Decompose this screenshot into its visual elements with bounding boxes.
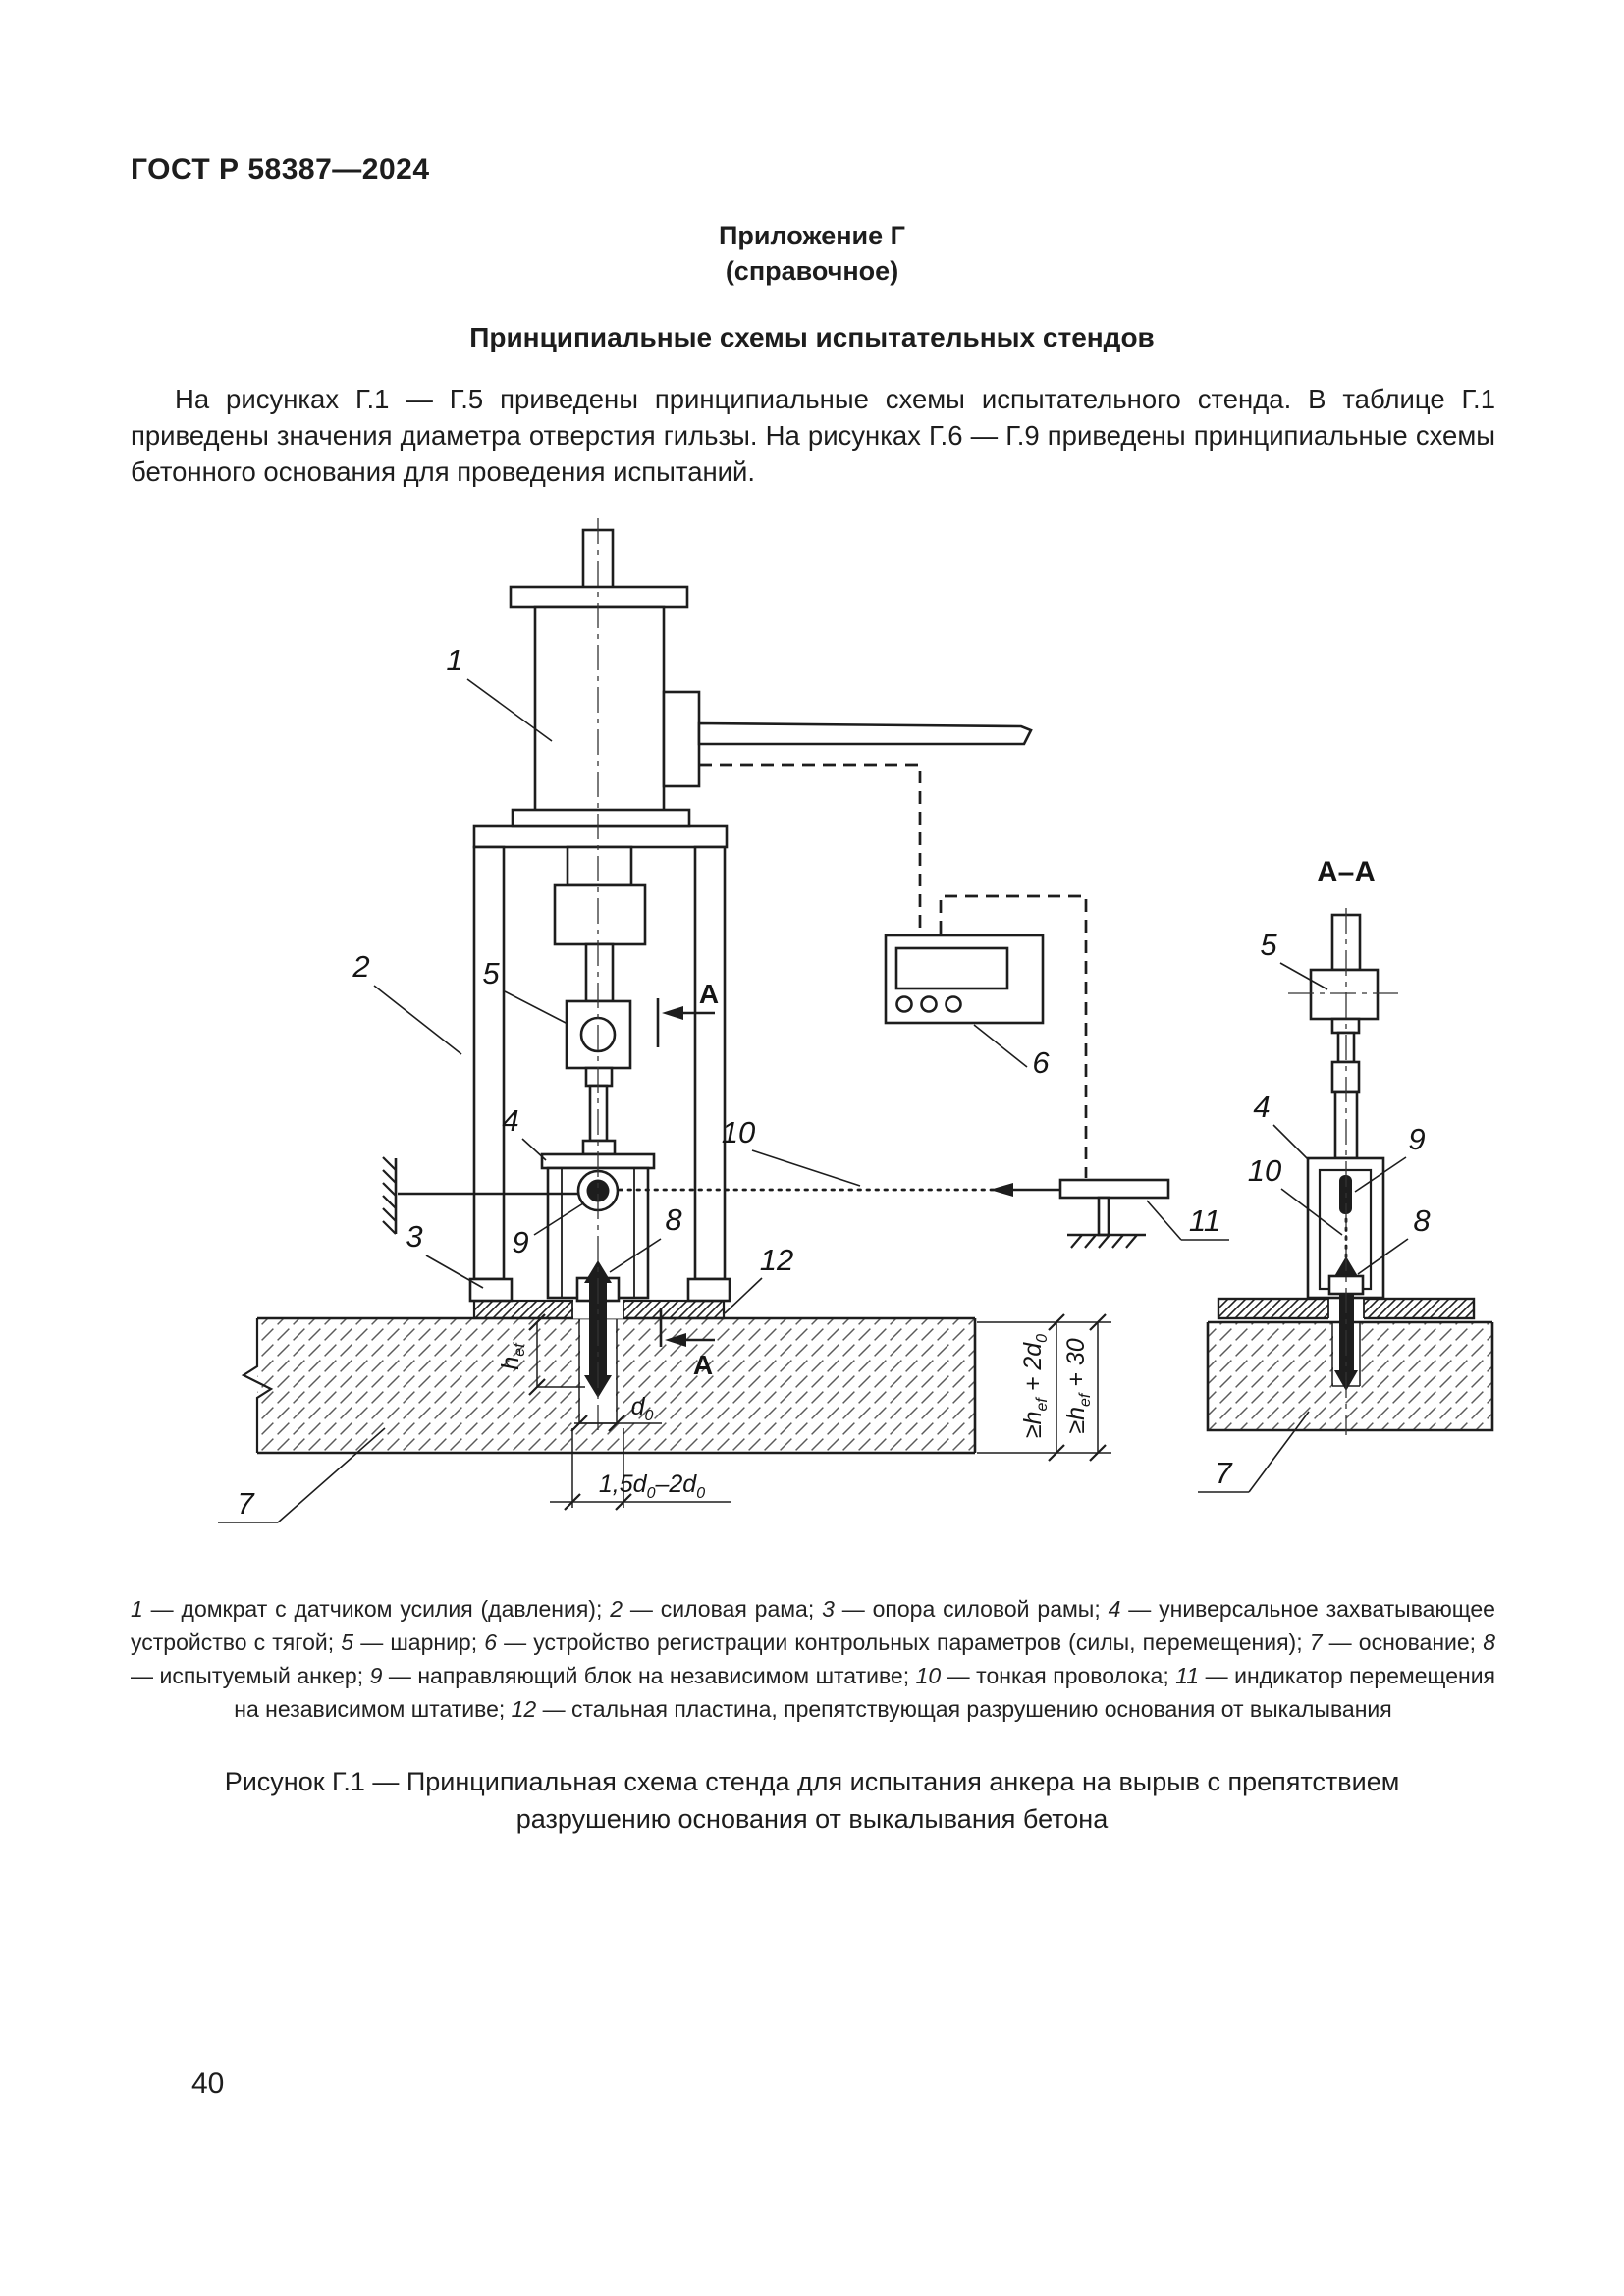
callouts-aa: 5 4 9 10 8 7 [1198,928,1431,1493]
indicator-plate [1058,1178,1170,1200]
section-letter-lower: А [693,1350,713,1380]
cable-jack-to-device [699,763,922,934]
dim-depth-outer: ≥hef + 30 [1062,1338,1094,1433]
dim-d0: d0 [631,1393,654,1424]
figure-legend: 1 — домкрат с датчиком усилия (давления)… [131,1596,1495,1722]
section-letter-upper: А [699,979,719,1009]
aa-load-train [1288,913,1402,1160]
dim-plate-hole: 1,5d0–2d0 [599,1470,705,1502]
aa-hinge-block [1309,968,1380,1021]
frame-foot-right [686,1277,731,1303]
callout-7: 7 [237,1486,255,1521]
device-button [945,995,962,1013]
annex-title-block: Приложение Г (справочное) [0,218,1624,289]
load-train [553,845,647,1156]
aa-callout-10: 10 [1248,1153,1281,1188]
intro-paragraph: На рисунках Г.1 — Г.5 приведены принципи… [131,384,1495,487]
page-number: 40 [191,2067,225,2100]
callout-3: 3 [406,1219,422,1254]
jack-port-block [662,690,701,788]
base-break-edge [241,1318,274,1453]
aa-callout-5: 5 [1260,928,1277,962]
device-button [895,995,913,1013]
section-heading: Принципиальные схемы испытательных стенд… [469,322,1155,352]
callout-10: 10 [722,1115,755,1149]
section-marks: А А [656,979,719,1380]
dimensions: hef d0 1,5d0–2d0 ≥hef + 2d0 ≥hef + 30 [497,1313,1111,1511]
main-view: А А hef d0 [218,518,1229,1523]
callout-5: 5 [482,956,500,990]
callout-6: 6 [1032,1045,1050,1080]
guide-block [586,1179,610,1202]
document-code: ГОСТ Р 58387—2024 [131,153,430,186]
callout-1: 1 [446,643,462,677]
aa-callout-9: 9 [1408,1122,1425,1156]
device-button [920,995,938,1013]
dim-depth-inner: ≥hef + 2d0 [1019,1334,1051,1438]
callout-2: 2 [352,949,369,984]
registration-device [699,763,1088,1178]
aa-callout-4: 4 [1253,1090,1270,1124]
section-aa-title: А–А [1317,856,1376,888]
frame-foot-left [468,1277,514,1303]
annex-subtitle: (справочное) [725,256,899,286]
callout-4: 4 [502,1103,518,1138]
callout-9: 9 [512,1225,528,1259]
wall-support [382,1156,579,1235]
jack-handle [697,721,1033,746]
aa-callout-8: 8 [1413,1203,1431,1238]
annex-title: Приложение Г [719,221,905,250]
load-cell [553,883,647,946]
callout-8: 8 [665,1202,682,1237]
jack-cylinder [533,605,666,813]
dim-hef: hef [497,1342,528,1370]
force-frame [468,824,731,1303]
device-display [894,946,1009,990]
indicator-assembly [618,1178,1170,1249]
section-aa-view: А–А [1198,856,1494,1493]
jack [509,528,1033,828]
cable-device-to-indicator [939,894,1088,1178]
callout-11: 11 [1189,1203,1220,1238]
aa-callout-7: 7 [1215,1456,1233,1490]
callout-12: 12 [760,1243,793,1277]
figure-caption: Рисунок Г.1 — Принципиальная схема стенд… [224,1767,1400,1834]
concrete-base [241,1316,977,1455]
indicator-stand [1097,1196,1110,1237]
callouts-main: 1 2 3 4 5 6 7 8 9 10 11 [218,643,1229,1523]
